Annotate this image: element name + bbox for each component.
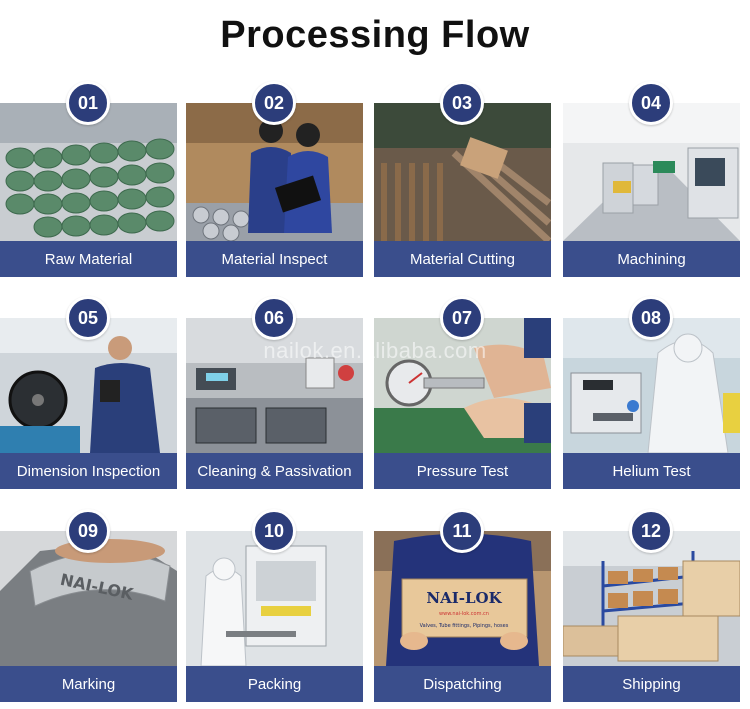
- step-number-badge: 03: [440, 81, 484, 125]
- step-photo-packing: [186, 531, 363, 666]
- box-products: Valves, Tube fittings, Pipings, hoses: [420, 623, 509, 629]
- step-number-badge: 11: [440, 509, 484, 553]
- box-url: www.nai-lok.com.cn: [439, 611, 489, 617]
- step-number-badge: 10: [252, 509, 296, 553]
- step-number-badge: 02: [252, 81, 296, 125]
- step-photo-material-cutting: [374, 103, 551, 241]
- step-photo-dispatching: NAI-LOK www.nai-lok.com.cn Valves, Tube …: [374, 531, 551, 666]
- step-number-badge: 06: [252, 296, 296, 340]
- step-number-badge: 01: [66, 81, 110, 125]
- step-label: Material Inspect: [186, 241, 363, 277]
- step-label: Packing: [186, 666, 363, 702]
- step-photo-shipping: [563, 531, 740, 666]
- page-title: Processing Flow: [220, 14, 530, 56]
- step-photo-material-inspect: [186, 103, 363, 241]
- step-photo-cleaning-passivation: [186, 318, 363, 453]
- step-label: Helium Test: [563, 453, 740, 489]
- step-photo-pressure-test: [374, 318, 551, 453]
- step-label: Cleaning & Passivation: [186, 453, 363, 489]
- step-photo-marking: NAI-LOK: [0, 531, 177, 666]
- step-number-badge: 05: [66, 296, 110, 340]
- step-label: Shipping: [563, 666, 740, 702]
- step-label: Raw Material: [0, 241, 177, 277]
- step-label: Marking: [0, 666, 177, 702]
- step-label: Material Cutting: [374, 241, 551, 277]
- step-label: Dispatching: [374, 666, 551, 702]
- step-label: Dimension Inspection: [0, 453, 177, 489]
- step-number-badge: 08: [629, 296, 673, 340]
- watermark: nailok.en.alibaba.com: [263, 338, 487, 363]
- step-photo-dimension-inspection: [0, 318, 177, 453]
- step-photo-helium-test: [563, 318, 740, 453]
- step-number-badge: 07: [440, 296, 484, 340]
- step-label: Pressure Test: [374, 453, 551, 489]
- step-number-badge: 12: [629, 509, 673, 553]
- step-label: Machining: [563, 241, 740, 277]
- step-number-badge: 04: [629, 81, 673, 125]
- step-number-badge: 09: [66, 509, 110, 553]
- box-brand: NAI-LOK: [426, 589, 502, 607]
